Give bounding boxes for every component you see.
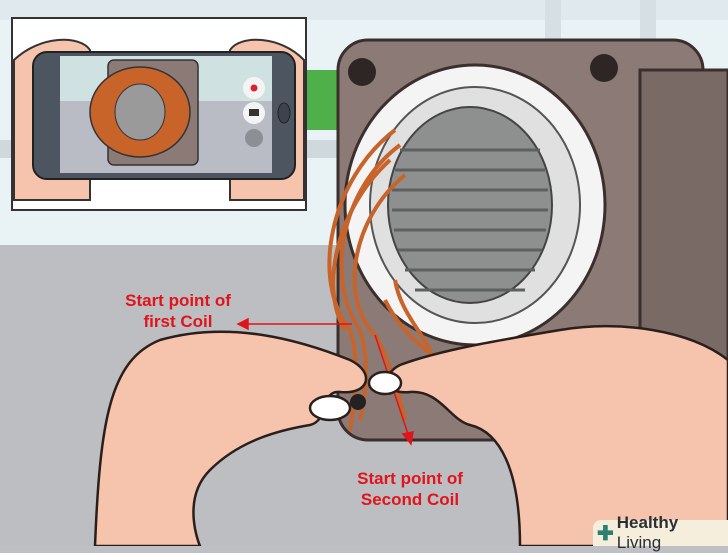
cross-leaf-icon: ✚ bbox=[597, 522, 614, 545]
first-coil-line2: first Coil bbox=[143, 312, 213, 331]
watermark-bold: Healthy bbox=[616, 513, 679, 532]
second-coil-annotation: Start point of Second Coil bbox=[345, 468, 475, 510]
motor-stator bbox=[336, 38, 728, 442]
wire-tip bbox=[350, 394, 366, 410]
inset-phone-photo bbox=[11, 17, 307, 211]
watermark-regular: Living bbox=[616, 533, 662, 552]
first-coil-annotation: Start point of first Coil bbox=[108, 290, 248, 332]
hands bbox=[93, 325, 728, 546]
first-coil-line1: Start point of bbox=[125, 291, 231, 310]
second-coil-line1: Start point of bbox=[357, 469, 463, 488]
second-coil-line2: Second Coil bbox=[360, 490, 460, 509]
healthy-living-watermark: ✚ Healthy Living bbox=[593, 513, 728, 552]
